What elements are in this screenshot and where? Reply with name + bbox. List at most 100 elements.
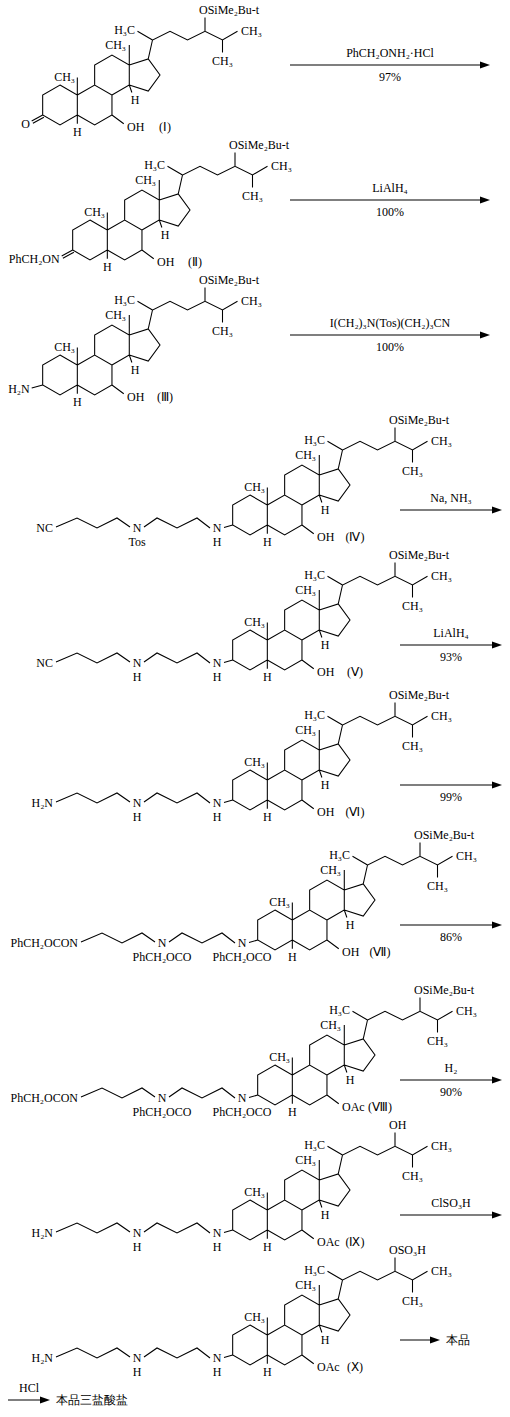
bond-line: [224, 1230, 233, 1233]
atom-label: CH₃: [431, 710, 452, 722]
atom-label: CH₃: [402, 1295, 423, 1307]
reagent-label: H₂: [445, 1062, 458, 1074]
steroid-skeleton: [233, 1133, 428, 1241]
atom-label: CH₃: [431, 570, 452, 582]
atom-label: H₃C: [304, 709, 325, 721]
bond-line: [249, 940, 258, 943]
atom-label: N: [133, 1352, 142, 1364]
atom-label: Tos: [128, 536, 145, 548]
atom-label: H: [321, 639, 330, 651]
atom-label: N: [133, 522, 142, 534]
compound-number: (Ⅹ): [347, 1361, 363, 1373]
atom-label: CH₃: [244, 1311, 265, 1323]
compound-number: (Ⅳ): [346, 531, 365, 543]
atom-label: CH₃: [427, 880, 448, 892]
atom-label: H: [131, 94, 140, 106]
atom-label: OH: [317, 531, 334, 543]
reaction-arrow: [480, 62, 490, 69]
atom-label: H: [133, 671, 142, 683]
atom-label: CH₃: [54, 71, 75, 83]
atom-label: H₃C: [329, 849, 350, 861]
atom-label: N: [213, 1227, 222, 1239]
atom-label: N: [213, 657, 222, 669]
atom-label: N: [133, 797, 142, 809]
atom-label: CH₃: [295, 449, 316, 461]
atom-label: PhCH₂OCON: [10, 937, 78, 949]
atom-label: OH: [342, 946, 359, 958]
atom-label: CH₃: [431, 1140, 452, 1152]
atom-label: OH: [127, 391, 144, 403]
bond-line: [32, 385, 43, 388]
yield-label: 100%: [376, 206, 404, 218]
atom-label: H: [288, 951, 297, 963]
bond-line: [224, 525, 233, 528]
atom-label: H₂N: [31, 1352, 53, 1364]
atom-label: H₂N: [31, 797, 53, 809]
atom-label: CH₃: [427, 1035, 448, 1047]
reaction-arrow: [492, 1077, 502, 1084]
atom-label: CH₃: [402, 740, 423, 752]
atom-label: H₂N: [31, 1227, 53, 1239]
yield-label: 97%: [379, 71, 401, 83]
atom-label: CH₃: [402, 600, 423, 612]
atom-label: H: [73, 126, 82, 138]
atom-label: N: [133, 1227, 142, 1239]
atom-label: CH₃: [456, 850, 477, 862]
bond-line: [400, 1339, 433, 1340]
atom-label: CH₃: [244, 616, 265, 628]
steroid-skeleton: [233, 1258, 428, 1366]
bond-line: [400, 784, 495, 785]
atom-label: PhCH₂OCO: [213, 1106, 272, 1118]
atom-label: NC: [36, 522, 53, 534]
atom-label: H: [213, 1366, 222, 1378]
atom-label: CH₃: [244, 1186, 265, 1198]
atom-label: CH₃: [269, 1051, 290, 1063]
steroid-skeleton: [233, 563, 428, 671]
atom-label: CH₃: [431, 1265, 452, 1277]
bond-line: [81, 933, 155, 943]
atom-label: H: [263, 536, 272, 548]
atom-label: CH₃: [244, 481, 265, 493]
atom-label: CH₃: [105, 309, 126, 321]
bond-line: [249, 1095, 258, 1098]
reaction-arrow: [492, 922, 502, 929]
steroid-skeleton: [258, 843, 453, 951]
product-label: 本品: [446, 1334, 470, 1346]
atom-label: OSiMe₂Bu-t: [414, 984, 474, 996]
bond-line: [169, 933, 235, 943]
atom-label: H: [131, 364, 140, 376]
atom-label: OSiMe₂Bu-t: [389, 549, 449, 561]
yield-label: 100%: [376, 341, 404, 353]
yield-label: 86%: [440, 931, 462, 943]
atom-label: OSiMe₂Bu-t: [199, 4, 259, 16]
compound-number: (Ⅸ): [346, 1236, 365, 1248]
bond-line: [56, 653, 130, 663]
reaction-arrow: [480, 332, 490, 339]
reaction-arrow: [492, 642, 502, 649]
reagent-label: Na, NH₃: [430, 492, 472, 504]
bond-line: [400, 1079, 495, 1080]
reagent-label: I(CH₂)₃N(Tos)(CH₂)₃CN: [330, 317, 451, 329]
atom-label: OSiMe₂Bu-t: [389, 689, 449, 701]
atom-label: OH: [317, 806, 334, 818]
bond-line: [33, 117, 44, 123]
atom-label: CH₃: [295, 1279, 316, 1291]
atom-label: CH₃: [241, 295, 262, 307]
reagent-label: PhCH₂ONH₂·HCl: [346, 47, 434, 59]
atom-label: CH₃: [84, 206, 105, 218]
yield-label: 99%: [440, 791, 462, 803]
compound-number: (Ⅵ): [346, 806, 365, 818]
steroid-skeleton: [43, 18, 238, 126]
atom-label: H: [263, 671, 272, 683]
bond-line: [63, 252, 74, 258]
bond-line: [56, 793, 130, 803]
atom-label: H₃C: [304, 1264, 325, 1276]
compound-number: (Ⅴ): [347, 666, 363, 678]
reagent-label: LiAlH₄: [433, 627, 469, 639]
atom-label: H: [321, 1334, 330, 1346]
atom-label: H: [73, 396, 82, 408]
bond-line: [290, 199, 483, 200]
atom-label: OH: [317, 666, 334, 678]
atom-label: N: [213, 1352, 222, 1364]
atom-label: H: [321, 1209, 330, 1221]
